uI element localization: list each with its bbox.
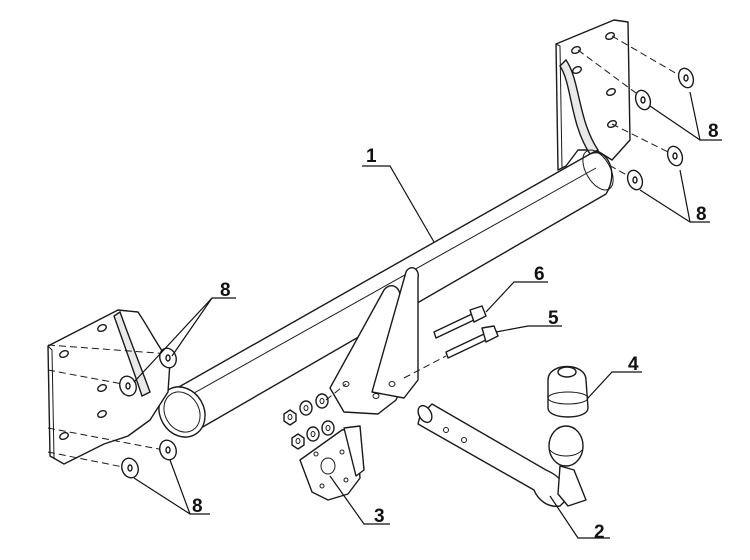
bolt-axis-line xyxy=(47,427,165,451)
washer-item-8 xyxy=(159,439,177,461)
tow-ball-arm-item-2 xyxy=(417,403,587,507)
nut-washer-set xyxy=(283,393,335,450)
callout-item-8-left-upper: 8 xyxy=(220,280,231,301)
callout-item-3: 3 xyxy=(374,506,385,527)
ball-cover-item-4 xyxy=(547,365,589,418)
callout-item-8-top-right: 8 xyxy=(708,121,719,142)
right-mounting-plate xyxy=(555,19,631,171)
washer-item-8 xyxy=(626,169,644,191)
callout-item-8-mid-right: 8 xyxy=(696,204,707,225)
bolt-axis-line xyxy=(47,344,171,355)
bolt-axis-line xyxy=(47,369,129,386)
callout-item-1: 1 xyxy=(366,146,377,167)
bolt-axis-line xyxy=(577,49,641,97)
washer-item-8 xyxy=(634,89,652,111)
callout-item-8-left-lower: 8 xyxy=(192,496,203,517)
washer-item-8 xyxy=(121,457,139,479)
callout-item-2: 2 xyxy=(594,522,605,543)
bolt-axis-line xyxy=(611,123,673,155)
callout-item-4: 4 xyxy=(628,354,639,375)
washer-item-8 xyxy=(677,67,695,89)
leader-lines xyxy=(133,91,722,539)
washer-item-8 xyxy=(666,145,684,167)
washer-item-8 xyxy=(119,375,137,397)
bolt-item-6 xyxy=(433,305,487,339)
bolt-item-5 xyxy=(445,325,499,359)
bolt-axis-line xyxy=(325,383,347,401)
bolt-axis-line xyxy=(611,35,685,79)
bolt-axis-line xyxy=(403,355,447,379)
callout-item-6: 6 xyxy=(534,264,545,285)
socket-plate-item-3 xyxy=(299,425,365,501)
callout-item-5: 5 xyxy=(548,308,559,329)
left-mounting-plate xyxy=(47,309,171,465)
bolt-axis-line xyxy=(47,451,129,469)
receiver-brackets xyxy=(329,267,419,415)
